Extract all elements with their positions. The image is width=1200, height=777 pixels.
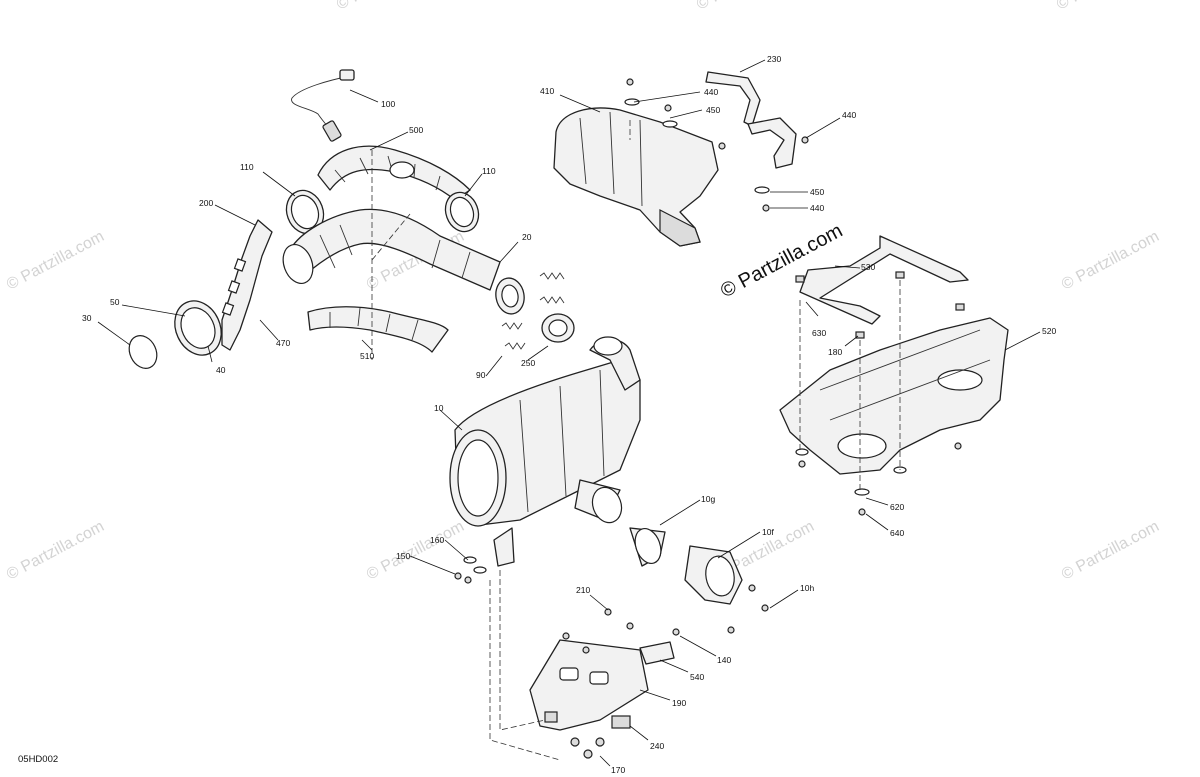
watermark-text: © Partzilla.com bbox=[1059, 518, 1162, 584]
callout-520: 520 bbox=[1042, 326, 1056, 336]
callout-10: 10 bbox=[434, 403, 444, 413]
callout-240: 240 bbox=[650, 741, 664, 751]
springs bbox=[501, 272, 565, 350]
clamp-left bbox=[285, 189, 325, 235]
hardware-left bbox=[454, 556, 487, 584]
callout-10f: 10f bbox=[762, 527, 774, 537]
callout-450-b: 450 bbox=[810, 187, 824, 197]
clamp-right bbox=[444, 191, 480, 233]
watermark-text: © Partzilla.com bbox=[4, 228, 107, 294]
muffler bbox=[449, 336, 641, 567]
callout-20: 20 bbox=[522, 232, 532, 242]
callout-200: 200 bbox=[199, 198, 213, 208]
callout-10h: 10h bbox=[800, 583, 814, 593]
callout-210: 210 bbox=[576, 585, 590, 595]
callout-630: 630 bbox=[812, 328, 826, 338]
large-heat-shield bbox=[779, 317, 1009, 475]
callout-160: 160 bbox=[430, 535, 444, 545]
callout-510: 510 bbox=[360, 351, 374, 361]
watermark-text: © Partzilla.com bbox=[1054, 0, 1157, 14]
watermark-text: © Partzilla.com bbox=[334, 0, 437, 14]
callout-440-a: 440 bbox=[704, 87, 718, 97]
hardware-right bbox=[795, 442, 962, 516]
callout-540: 540 bbox=[690, 672, 704, 682]
watermark-text: © Partzilla.com bbox=[694, 0, 797, 14]
watermark-text: © Partzilla.com bbox=[364, 518, 467, 584]
band-clamp bbox=[174, 300, 222, 356]
callout-90: 90 bbox=[476, 370, 486, 380]
callout-470: 470 bbox=[276, 338, 290, 348]
callout-250: 250 bbox=[521, 358, 535, 368]
callout-620: 620 bbox=[890, 502, 904, 512]
callout-640: 640 bbox=[890, 528, 904, 538]
callout-110-left: 110 bbox=[240, 162, 254, 172]
muffler-cover bbox=[553, 107, 719, 247]
callout-30: 30 bbox=[82, 313, 92, 323]
callout-110-right: 110 bbox=[482, 166, 496, 176]
callout-440-b: 440 bbox=[842, 110, 856, 120]
callout-10g: 10g bbox=[701, 494, 715, 504]
callout-180: 180 bbox=[828, 347, 842, 357]
exhaust-pipe bbox=[282, 208, 525, 315]
callout-140: 140 bbox=[717, 655, 731, 665]
watermark-text: © Partzilla.com bbox=[4, 518, 107, 584]
callout-230: 230 bbox=[767, 54, 781, 64]
heat-shield-upper bbox=[317, 145, 471, 201]
hardware-upper bbox=[624, 78, 809, 212]
heat-shield-lower bbox=[307, 306, 449, 353]
callout-440-c: 440 bbox=[810, 203, 824, 213]
support-brackets bbox=[705, 71, 797, 169]
mounting-bracket bbox=[221, 219, 273, 351]
callout-150: 150 bbox=[396, 551, 410, 561]
lower-mount-bracket bbox=[529, 608, 735, 759]
callout-500: 500 bbox=[409, 125, 423, 135]
diagram-code: 05HD002 bbox=[18, 754, 58, 765]
callout-40: 40 bbox=[216, 365, 226, 375]
callout-170: 170 bbox=[611, 765, 625, 775]
callout-530: 530 bbox=[861, 262, 875, 272]
callout-100: 100 bbox=[381, 99, 395, 109]
alignment-lines bbox=[371, 120, 901, 761]
callout-450-a: 450 bbox=[706, 105, 720, 115]
watermark-text: © Partzilla.com bbox=[1059, 228, 1162, 294]
callout-410: 410 bbox=[540, 86, 554, 96]
seal-ring bbox=[541, 313, 575, 343]
leader-lines bbox=[97, 59, 1041, 767]
callout-labels: 100 500 110 110 200 20 50 30 470 40 510 … bbox=[82, 54, 1056, 775]
oxygen-sensor bbox=[291, 69, 355, 142]
callout-190: 190 bbox=[672, 698, 686, 708]
gasket-ring bbox=[128, 335, 158, 369]
tailpipe bbox=[574, 479, 769, 612]
callout-50: 50 bbox=[110, 297, 120, 307]
